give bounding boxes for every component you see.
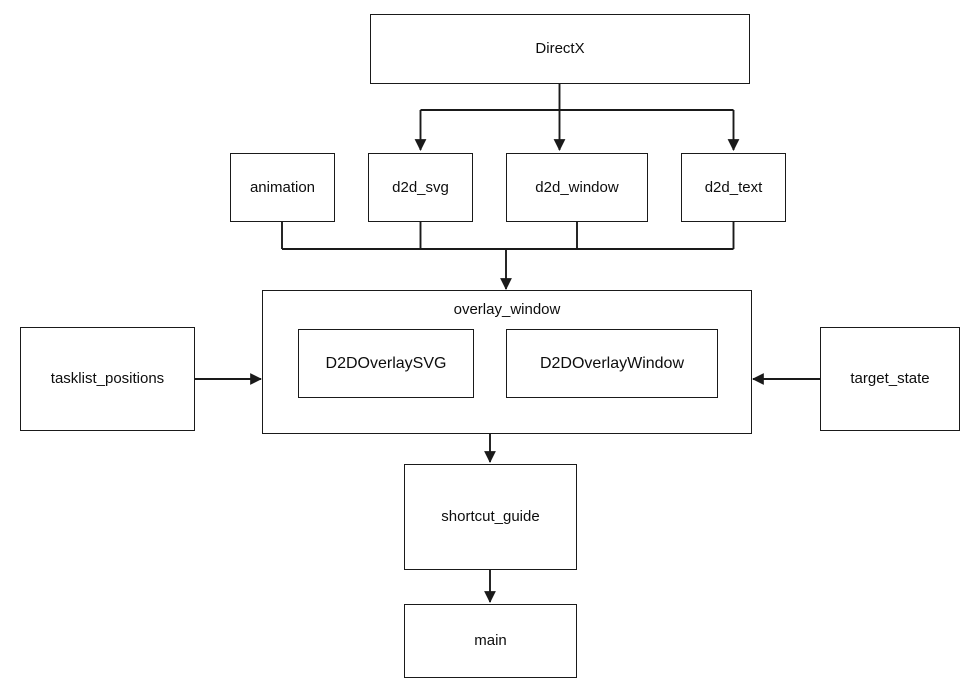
node-d2d-window-label: d2d_window [535, 178, 619, 196]
node-d2d-window[interactable]: d2d_window [506, 153, 648, 222]
node-shortcut-guide-label: shortcut_guide [441, 508, 540, 525]
node-d2d-svg[interactable]: d2d_svg [368, 153, 473, 222]
node-d2d-text-label: d2d_text [704, 178, 763, 196]
node-main[interactable]: main [404, 604, 577, 678]
node-main-label: main [474, 632, 507, 649]
node-d2d-svg-label: d2d_svg [392, 178, 449, 196]
node-target-state[interactable]: target_state [820, 327, 960, 431]
node-shortcut-guide[interactable]: shortcut_guide [404, 464, 577, 570]
node-d2d-text[interactable]: d2d_text [681, 153, 786, 222]
node-d2d-overlay-svg-label: D2DOverlaySVG [325, 354, 447, 372]
node-tasklist-positions[interactable]: tasklist_positions [20, 327, 195, 431]
node-overlay-window[interactable]: overlay_window [262, 290, 752, 434]
node-directx[interactable]: DirectX [370, 14, 750, 84]
node-overlay-window-label: overlay_window [453, 301, 561, 318]
node-d2d-overlay-window[interactable]: D2DOverlayWindow [506, 329, 718, 398]
node-animation-label: animation [249, 178, 316, 196]
node-d2d-overlay-window-label: D2DOverlayWindow [539, 354, 685, 372]
node-d2d-overlay-svg[interactable]: D2DOverlaySVG [298, 329, 474, 398]
node-tasklist-positions-label: tasklist_positions [50, 370, 165, 387]
node-directx-label: DirectX [535, 40, 585, 57]
node-animation[interactable]: animation [230, 153, 335, 222]
node-target-state-label: target_state [850, 370, 930, 387]
